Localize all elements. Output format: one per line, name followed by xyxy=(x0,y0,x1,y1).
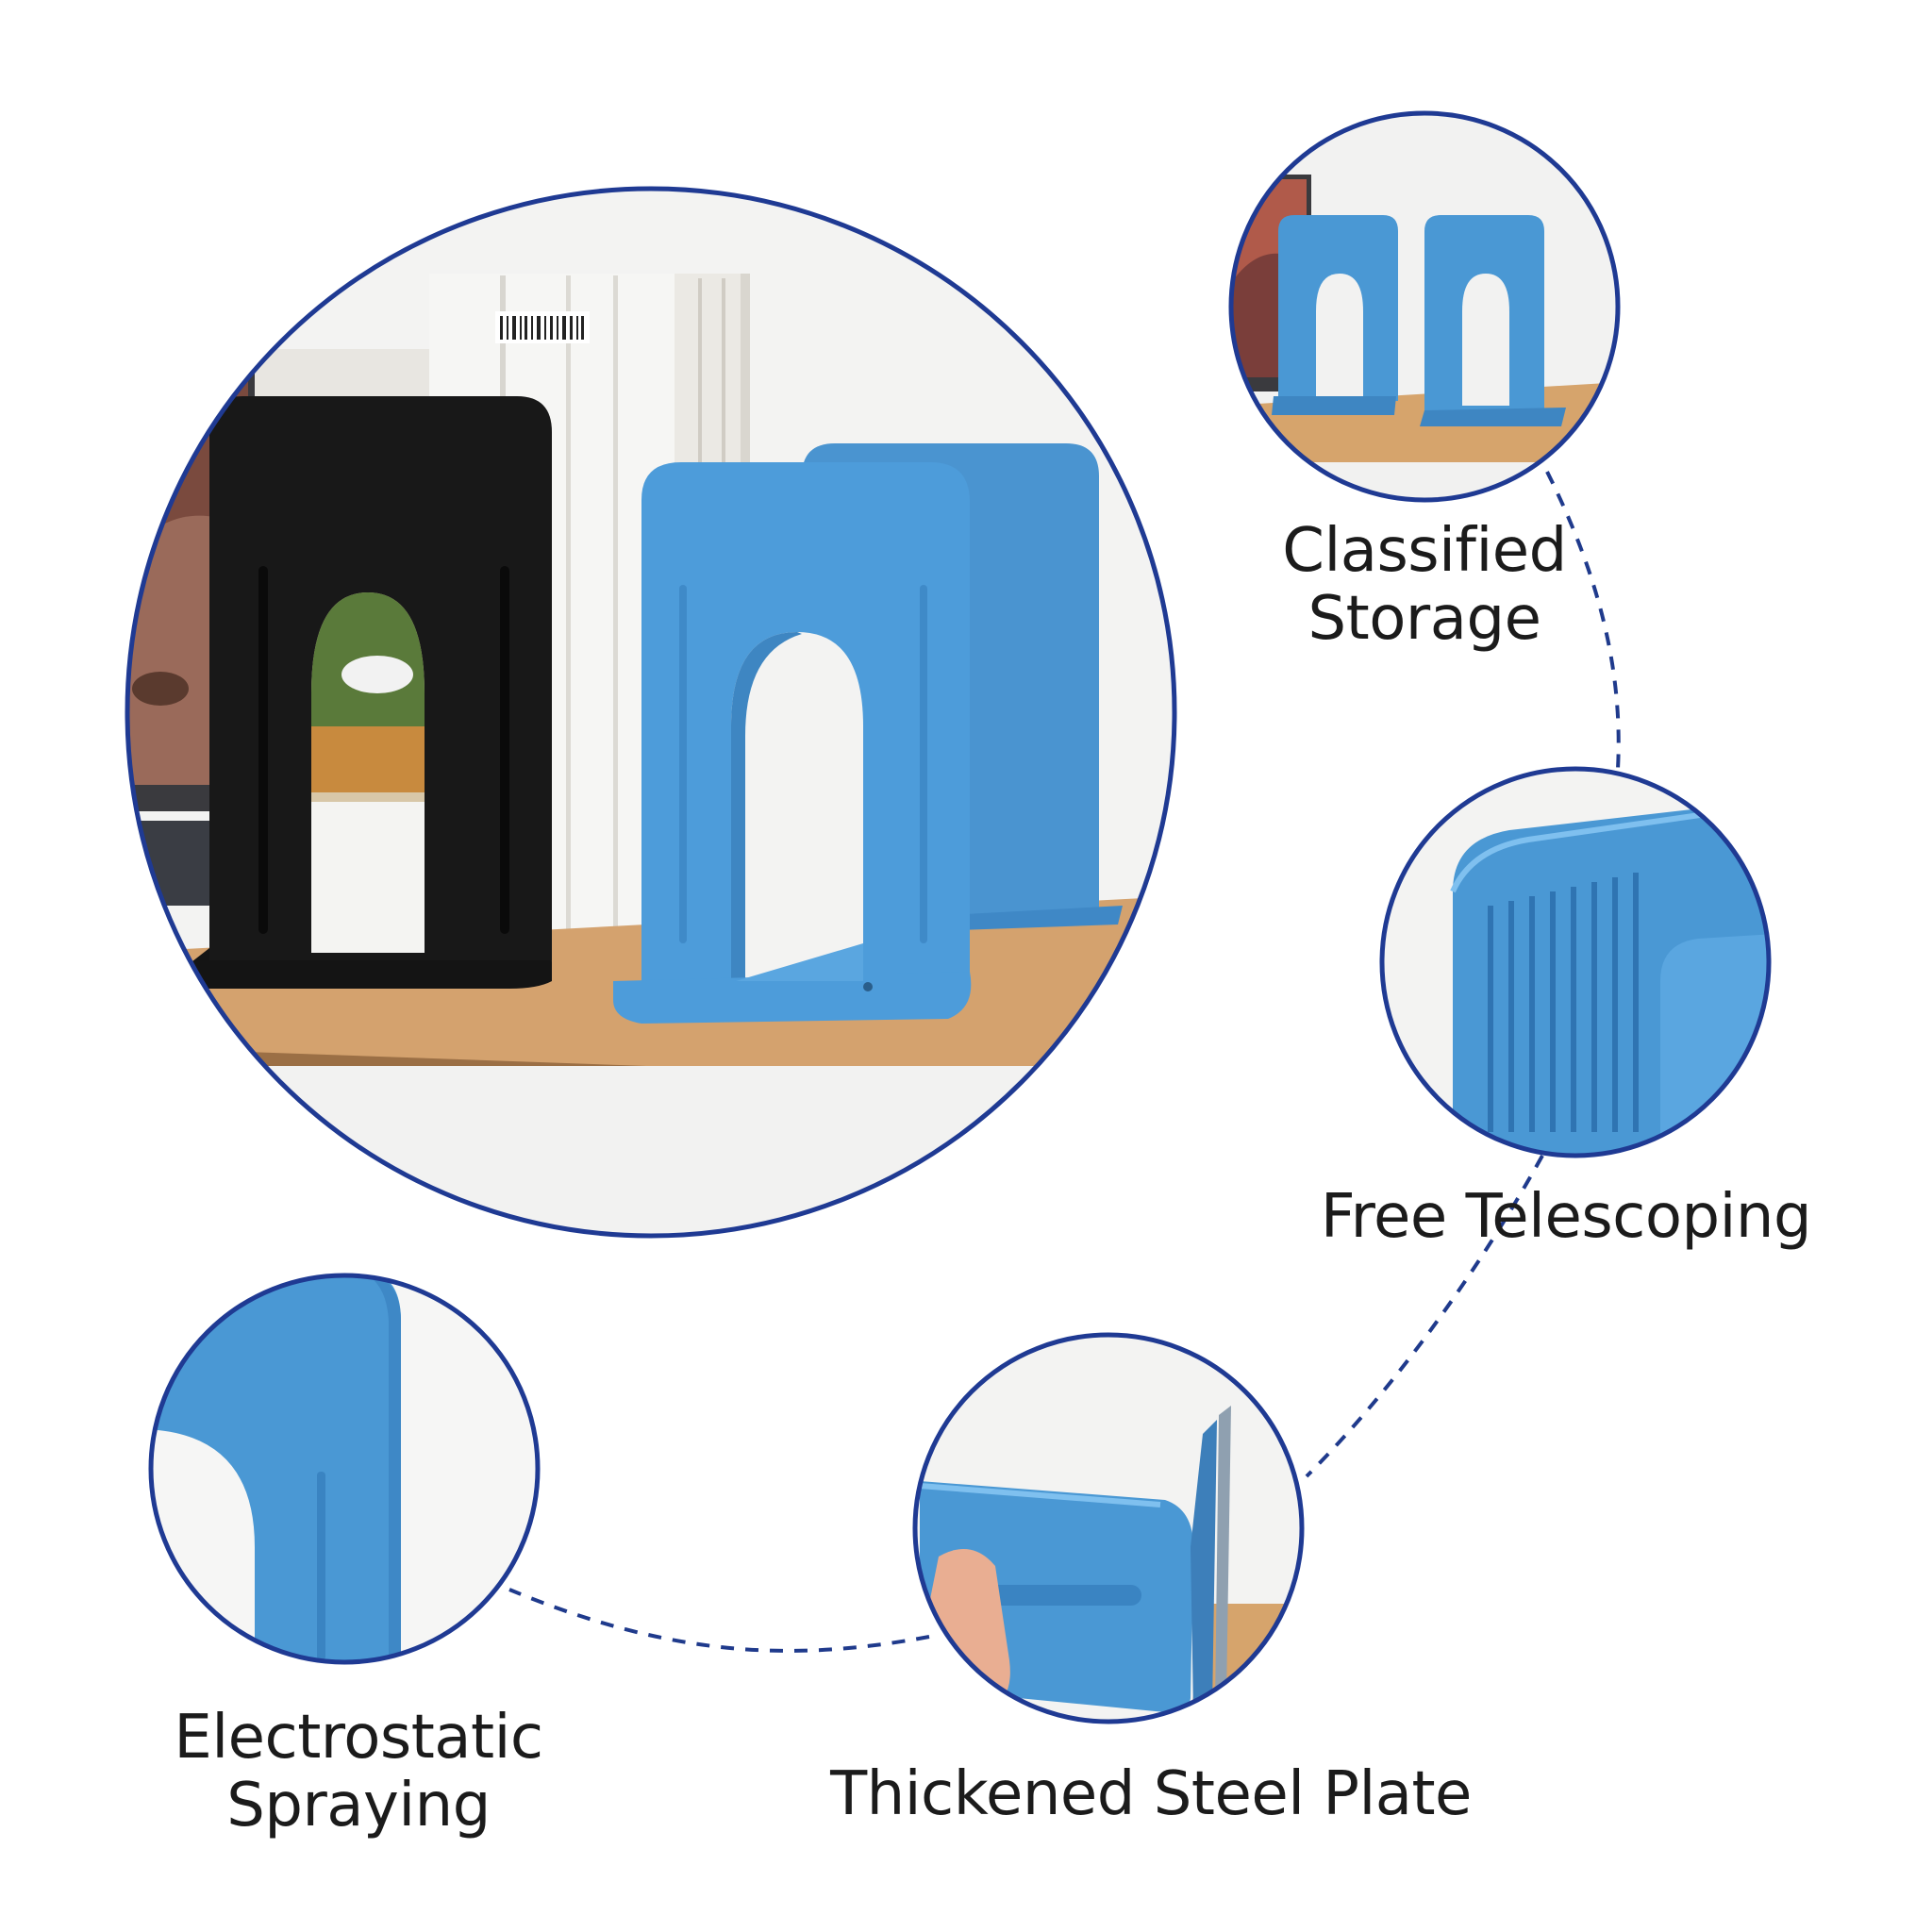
feature-label-electrostatic-spraying: Electrostatic Spraying xyxy=(142,1704,575,1840)
feature-label-thickened-steel-plate: Thickened Steel Plate xyxy=(811,1760,1491,1828)
feature-label-line: Classified xyxy=(1282,516,1567,586)
circle-thickened-steel-plate xyxy=(912,1332,1305,1724)
feature-label-line: Free Telescoping xyxy=(1320,1182,1812,1252)
feature-label-free-telescoping: Free Telescoping xyxy=(1302,1183,1830,1251)
black-bookend xyxy=(179,396,552,989)
main-photo-circle xyxy=(125,186,1177,1239)
blue-bookend-front xyxy=(613,462,972,1024)
dashed-connector-lines xyxy=(508,471,1621,1653)
feature-label-line: Electrostatic xyxy=(174,1703,543,1773)
connector-steel-spraying xyxy=(508,1588,930,1653)
feature-label-line: Thickened Steel Plate xyxy=(830,1759,1472,1829)
circle-free-telescoping xyxy=(1379,766,1772,1158)
feature-label-line: Storage xyxy=(1307,584,1541,654)
connector-telescoping-steel xyxy=(1305,1155,1544,1478)
circle-classified-storage xyxy=(1228,110,1621,503)
connector-storage-telescoping xyxy=(1545,471,1621,770)
feature-label-classified-storage: Classified Storage xyxy=(1217,517,1632,653)
circle-electrostatic-spraying xyxy=(148,1273,541,1665)
feature-label-line: Spraying xyxy=(226,1771,491,1840)
